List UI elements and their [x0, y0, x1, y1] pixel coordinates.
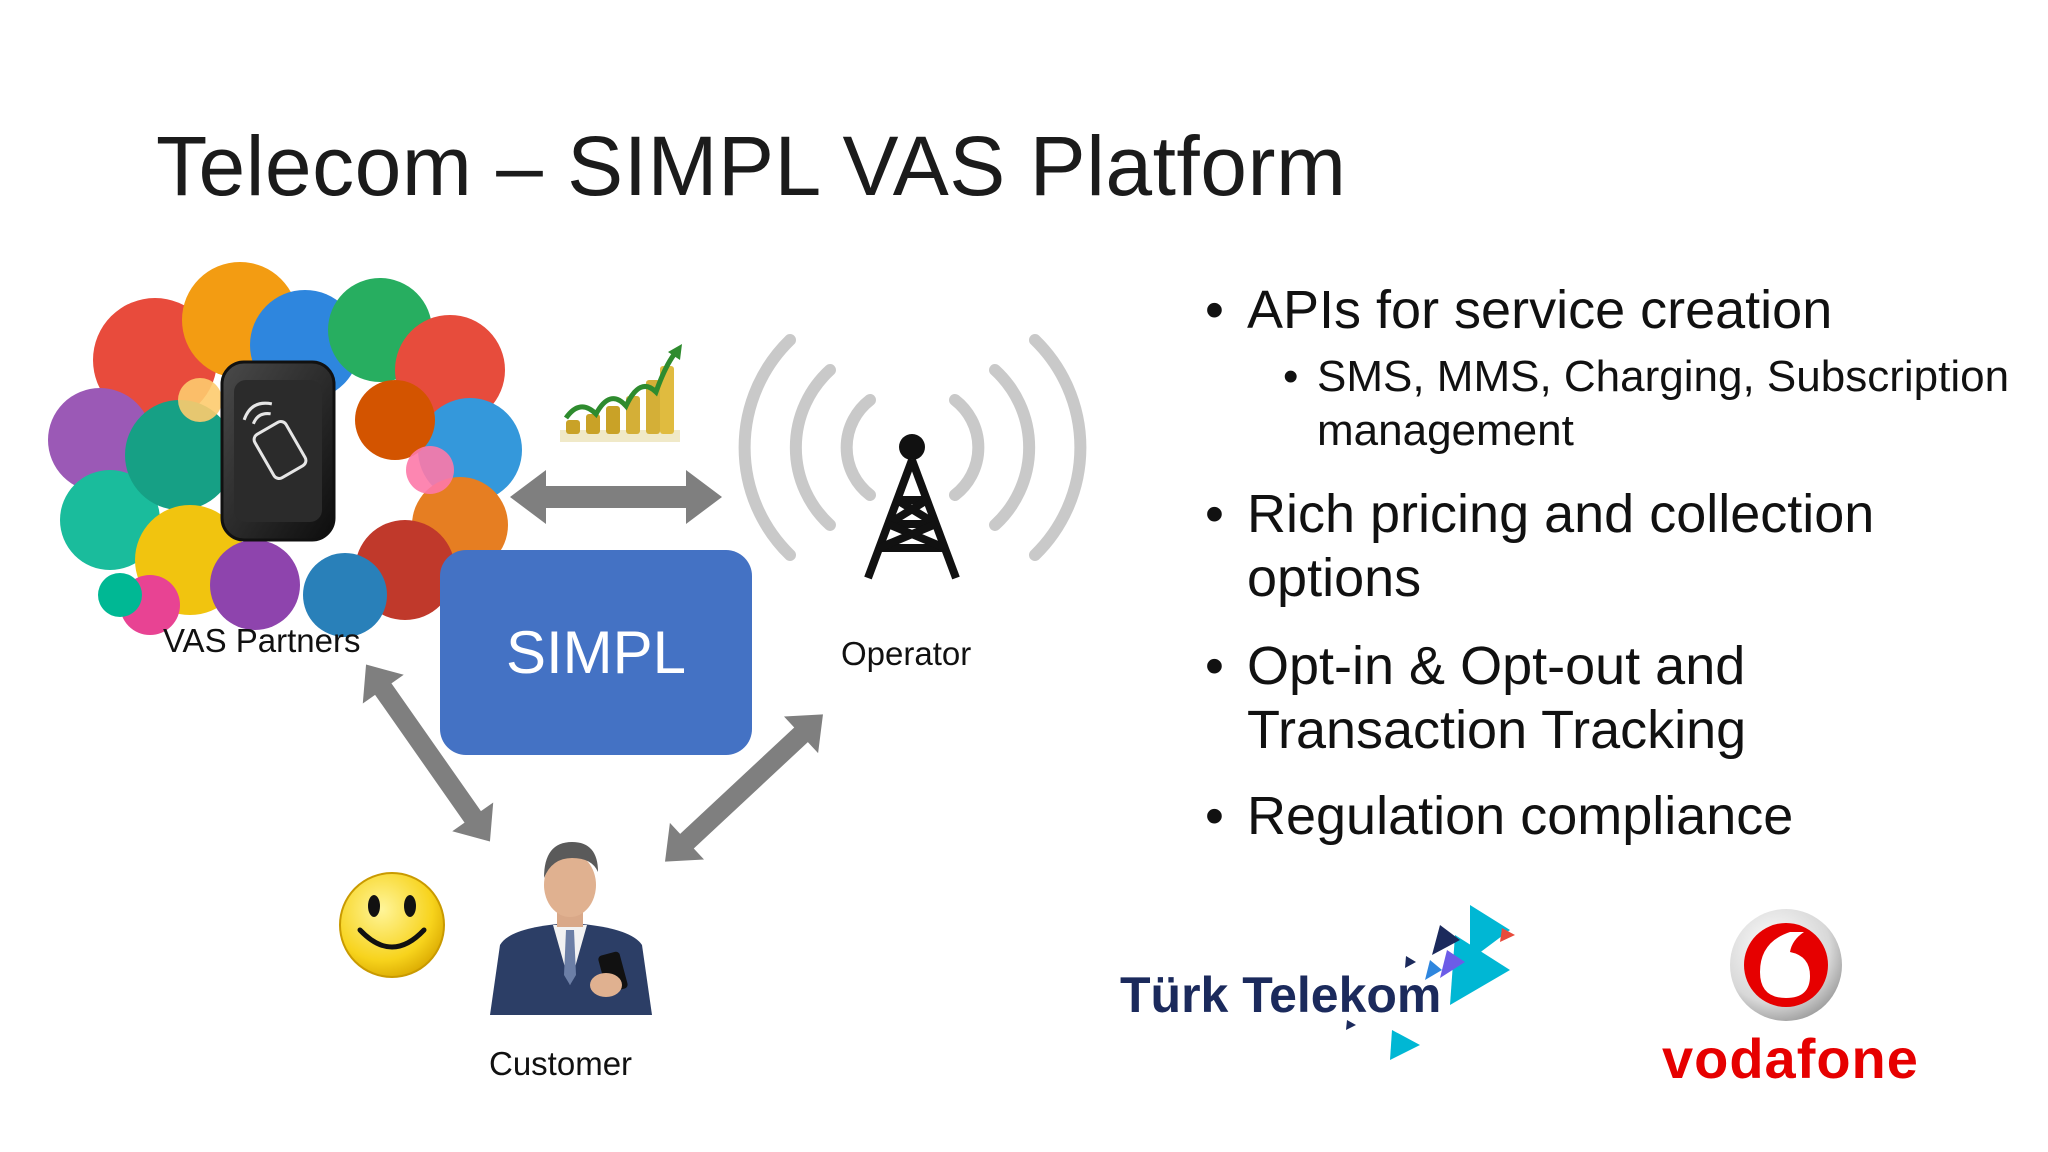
bullet-item: • APIs for service creation [1205, 278, 2025, 342]
vodafone-logo-mark [1730, 909, 1842, 1021]
radio-tower-icon [738, 334, 1087, 580]
turk-telekom-logo-mark [1346, 905, 1515, 1060]
bullet-text: Rich pricing and collection options [1247, 484, 1875, 608]
bullet-dot: • [1205, 786, 1224, 846]
bullet-item: • Rich pricing and collection options [1205, 482, 2025, 610]
arrow-vas-operator [510, 470, 722, 524]
arrow-operator-customer [665, 714, 823, 862]
operator-label: Operator [841, 635, 972, 672]
bullet-text: APIs for service creation [1247, 280, 1833, 340]
sub-bullet-text: SMS, MMS, Charging, Subscription managem… [1317, 352, 2010, 455]
vas-partners-icon-cloud [48, 262, 522, 637]
vas-partners-label: VAS Partners [163, 622, 361, 659]
sub-bullet-item: • SMS, MMS, Charging, Subscription manag… [1283, 350, 2025, 458]
bullet-item: • Opt-in & Opt-out and Transaction Track… [1205, 634, 2025, 762]
bullet-text: Opt-in & Opt-out and Transaction Trackin… [1247, 636, 1747, 760]
bullet-dot: • [1205, 280, 1224, 340]
simpl-platform-box: SIMPL [440, 550, 752, 755]
bullet-dot: • [1283, 352, 1299, 401]
mobile-phone-icon [220, 360, 336, 542]
customer-person-icon [490, 842, 652, 1015]
vodafone-logo-text: vodafone [1662, 1027, 1919, 1090]
arrow-vas-customer [362, 664, 494, 842]
turk-telekom-logo-text: Türk Telekom [1120, 967, 1442, 1023]
bullet-text: Regulation compliance [1247, 786, 1794, 846]
growth-coins-icon [560, 344, 682, 442]
feature-bullet-list: • APIs for service creation • SMS, MMS, … [1205, 278, 2025, 848]
bullet-dot: • [1205, 636, 1224, 696]
slide-title: Telecom – SIMPL VAS Platform [156, 119, 1347, 213]
bullet-item: • Regulation compliance [1205, 784, 2025, 848]
simpl-box-label: SIMPL [505, 619, 687, 686]
bullet-dot: • [1205, 484, 1224, 544]
smiley-face-icon [339, 872, 445, 978]
customer-label: Customer [489, 1045, 633, 1082]
